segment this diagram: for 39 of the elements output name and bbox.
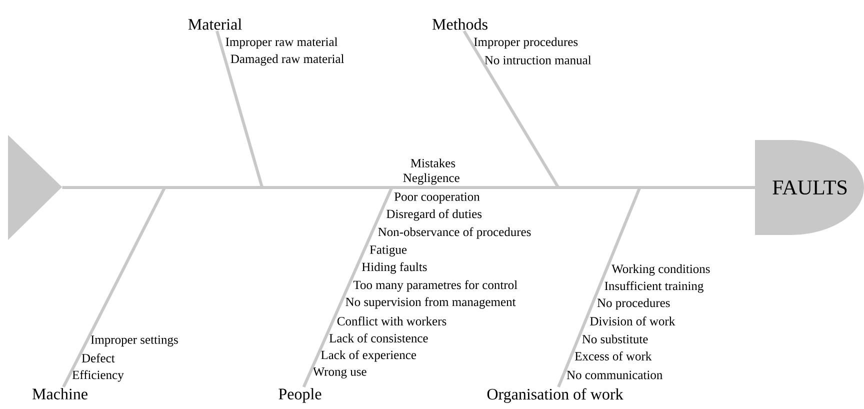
spine-line <box>62 186 756 189</box>
cause-label: Lack of consistence <box>329 334 428 342</box>
bone-line <box>302 186 394 388</box>
category-label: People <box>278 388 322 403</box>
category-label: Methods <box>432 18 488 30</box>
category-label: Organisation of work <box>487 388 624 403</box>
cause-label: No communication <box>566 370 662 380</box>
cause-label: Defect <box>82 354 115 362</box>
cause-label: Lack of experience <box>321 350 416 362</box>
bone-line <box>557 186 642 388</box>
cause-label: Fatigue <box>370 246 407 256</box>
cause-label: Conflict with workers <box>337 316 446 326</box>
cause-label: Negligence <box>403 173 460 185</box>
cause-label: Damaged raw material <box>230 54 344 66</box>
cause-label: Non-observance of procedures <box>378 227 531 239</box>
cause-label: No procedures <box>597 298 670 310</box>
cause-label: Wrong use <box>312 368 366 378</box>
cause-label: Too many parametres for control <box>353 280 518 292</box>
cause-label: Hiding faults <box>362 262 427 274</box>
category-label: Material <box>188 18 242 30</box>
bone-line <box>462 30 560 188</box>
cause-label: Insufficient training <box>604 281 704 293</box>
cause-label: No intruction manual <box>484 56 592 64</box>
cause-label: Efficiency <box>72 370 124 382</box>
cause-label: Working conditions <box>612 264 710 276</box>
bone-line <box>216 30 264 188</box>
cause-label: Disregard of duties <box>386 209 482 221</box>
tail-triangle <box>8 135 62 240</box>
cause-label: Poor cooperation <box>394 192 480 204</box>
cause-label: Improper procedures <box>474 37 578 49</box>
cause-label: Mistakes <box>410 158 456 168</box>
cause-label: No supervision from management <box>346 297 516 309</box>
cause-label: Division of work <box>590 316 676 326</box>
cause-label: Improper raw material <box>226 37 338 49</box>
bone-line <box>62 186 166 388</box>
cause-label: Improper settings <box>90 336 178 346</box>
cause-label: Excess of work <box>574 352 652 360</box>
category-label: Machine <box>32 388 88 400</box>
cause-label: No substitute <box>582 334 648 344</box>
